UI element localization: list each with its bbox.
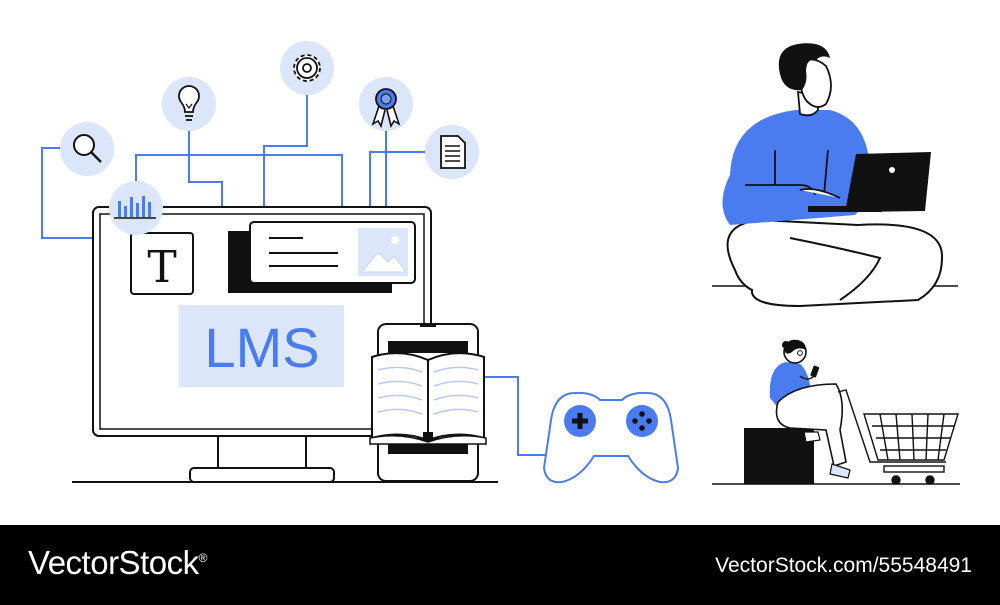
gamepad-icon xyxy=(542,391,680,484)
document-icon xyxy=(425,125,479,179)
shopping-cart-icon xyxy=(837,389,959,485)
text-tool-icon: T xyxy=(130,232,194,295)
brand-name: VectorStock xyxy=(28,544,199,581)
laptop-icon xyxy=(808,152,931,212)
lightbulb-icon xyxy=(162,77,216,131)
connector-lines xyxy=(41,93,546,456)
person-with-laptop xyxy=(712,43,958,308)
illustration-scene: T LMS xyxy=(41,41,960,485)
phone-icon xyxy=(810,365,820,378)
award-icon xyxy=(359,77,413,131)
content-card xyxy=(228,221,416,293)
bar-chart-icon xyxy=(109,181,163,235)
watermark-footer: VectorStock® VectorStock.com/55548491 xyxy=(0,525,1000,605)
image-icon xyxy=(358,228,408,276)
brand-registered-mark: ® xyxy=(198,551,208,565)
image-id: VectorStock.com/55548491 xyxy=(715,554,972,577)
gear-icon xyxy=(280,41,334,95)
lms-banner: LMS xyxy=(179,305,344,387)
search-icon xyxy=(60,122,114,176)
book-icon xyxy=(369,352,487,445)
text-tool-letter: T xyxy=(147,242,176,293)
person-shopping xyxy=(712,339,960,485)
lms-label: LMS xyxy=(204,316,319,379)
brand-logo: VectorStock® xyxy=(28,544,207,582)
